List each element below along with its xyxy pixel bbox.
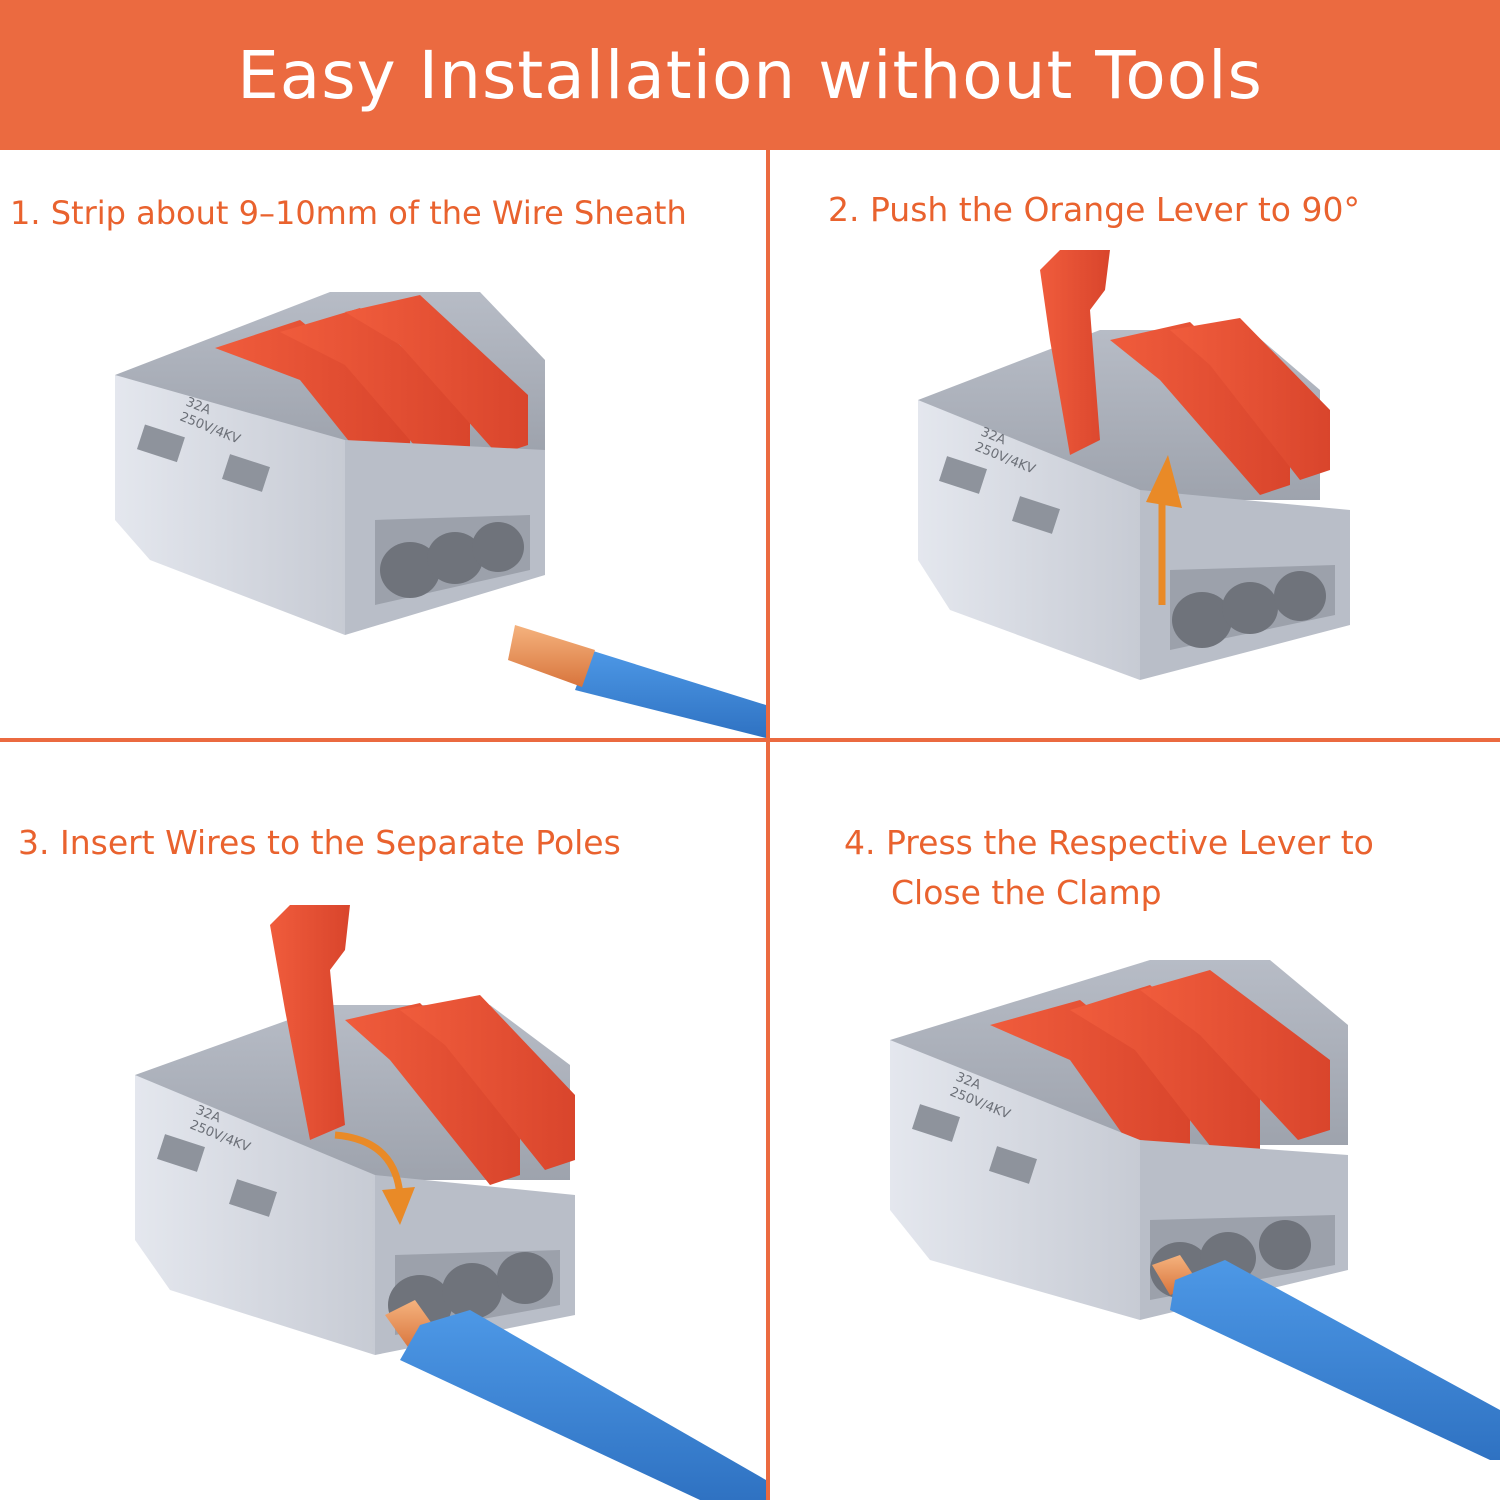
- clamped-wire: [1152, 1255, 1500, 1460]
- stripped-wire: [508, 625, 766, 738]
- step-4-label-line1: 4. Press the Respective Lever to: [844, 823, 1374, 862]
- step-4-label-line2: Close the Clamp: [891, 873, 1162, 912]
- step-4-illustration: 32A 250V/4KV: [890, 960, 1500, 1460]
- vertical-divider: [766, 150, 770, 1500]
- connector-closed: 32A 250V/4KV: [115, 292, 545, 635]
- raised-lever: [1040, 250, 1110, 455]
- raised-lever: [270, 905, 350, 1140]
- step-2-label: 2. Push the Orange Lever to 90°: [828, 190, 1360, 229]
- connector-clamped: 32A 250V/4KV: [890, 960, 1348, 1320]
- step-3-illustration: 32A 250V/4KV: [135, 905, 766, 1500]
- connector-inserting: 32A 250V/4KV: [135, 905, 575, 1355]
- step-1-label: 1. Strip about 9–10mm of the Wire Sheath: [10, 194, 687, 232]
- inserted-wire: [385, 1300, 766, 1500]
- step-4-label: 4. Press the Respective Lever to Close t…: [844, 818, 1484, 918]
- step-2-illustration: 32A 250V/4KV: [918, 250, 1350, 680]
- page-title: Easy Installation without Tools: [237, 36, 1263, 114]
- header-banner: Easy Installation without Tools: [0, 0, 1500, 150]
- connector-open: 32A 250V/4KV: [918, 250, 1350, 680]
- horizontal-divider: [0, 738, 1500, 742]
- up-arrow-icon: [1146, 455, 1182, 605]
- step-3-label: 3. Insert Wires to the Separate Poles: [18, 823, 621, 862]
- step-1-illustration: 32A 250V/4KV: [115, 292, 766, 738]
- curved-arrow-icon: [334, 1131, 415, 1225]
